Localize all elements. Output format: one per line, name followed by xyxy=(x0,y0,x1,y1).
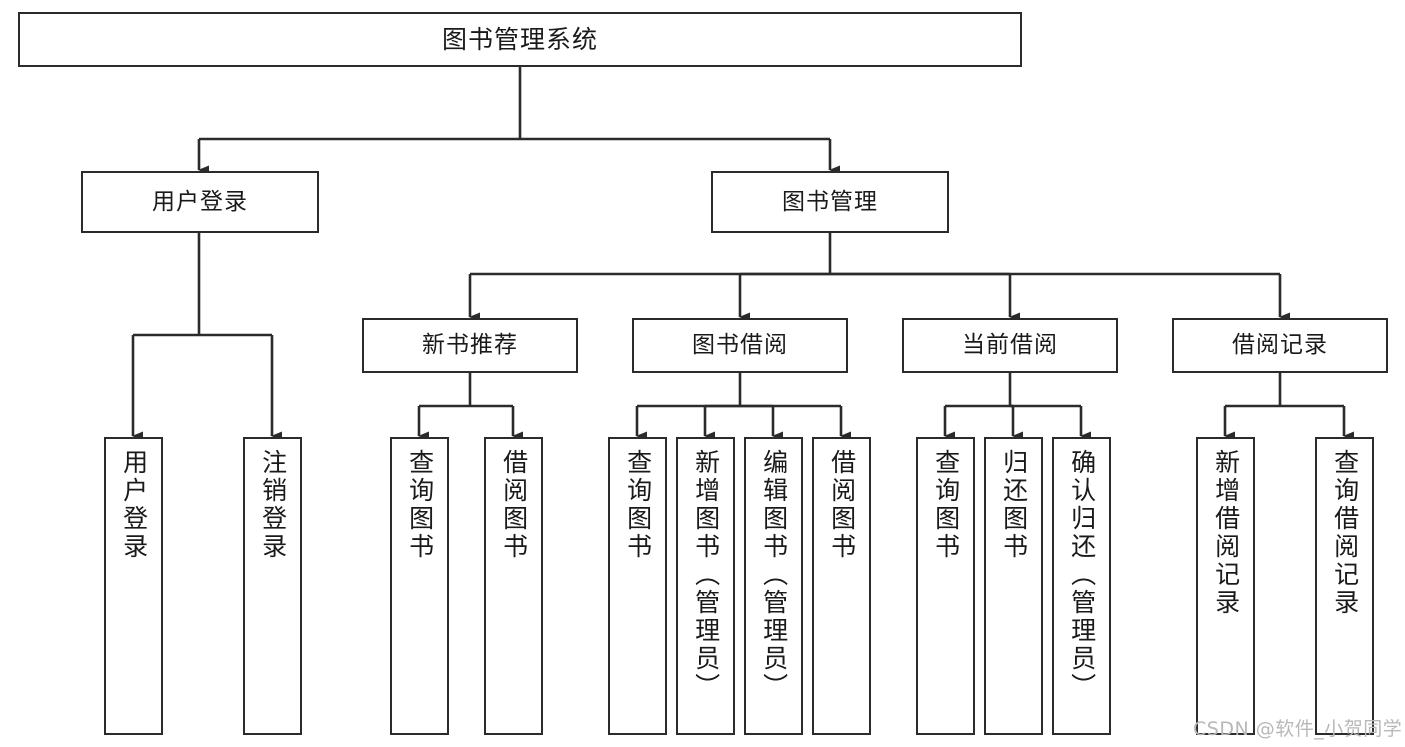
node-label: 用户登录 xyxy=(152,188,248,215)
node-label: 查询图书 xyxy=(623,449,653,561)
node-label: 借阅图书 xyxy=(499,449,529,561)
node-label: 图书借阅 xyxy=(692,332,788,358)
node-l2-2[interactable]: 当前借阅 xyxy=(902,318,1118,373)
node-label: 查询图书 xyxy=(405,449,435,561)
node-label: 查询图书 xyxy=(931,449,961,561)
node-label: 新增借阅记录 xyxy=(1211,449,1241,617)
node-label: 编辑图书（管理员） xyxy=(759,449,789,701)
node-leaf-new-0[interactable]: 查询图书 xyxy=(390,437,449,735)
node-l1-1[interactable]: 图书管理 xyxy=(711,171,949,233)
node-leaf-borrow-3[interactable]: 借阅图书 xyxy=(812,437,871,735)
node-root[interactable]: 图书管理系统 xyxy=(18,12,1022,67)
node-leaf-borrow-1[interactable]: 新增图书（管理员） xyxy=(676,437,735,735)
node-label: 借阅图书 xyxy=(827,449,857,561)
node-label: 借阅记录 xyxy=(1232,332,1328,358)
node-leaf-record-1[interactable]: 查询借阅记录 xyxy=(1315,437,1374,735)
node-l2-3[interactable]: 借阅记录 xyxy=(1172,318,1388,373)
node-l2-1[interactable]: 图书借阅 xyxy=(632,318,848,373)
node-leaf-record-0[interactable]: 新增借阅记录 xyxy=(1196,437,1255,735)
node-l1-0[interactable]: 用户登录 xyxy=(81,171,319,233)
node-leaf-borrow-0[interactable]: 查询图书 xyxy=(608,437,667,735)
node-label: 查询借阅记录 xyxy=(1330,449,1360,617)
node-label: 当前借阅 xyxy=(962,332,1058,358)
node-label: 归还图书 xyxy=(999,449,1029,561)
node-leaf-new-1[interactable]: 借阅图书 xyxy=(484,437,543,735)
node-leaf-login-1[interactable]: 注销登录 xyxy=(243,437,302,735)
node-leaf-borrow-2[interactable]: 编辑图书（管理员） xyxy=(744,437,803,735)
node-label: 用户登录 xyxy=(119,449,149,561)
node-label: 注销登录 xyxy=(258,449,288,561)
node-leaf-current-1[interactable]: 归还图书 xyxy=(984,437,1043,735)
edges xyxy=(131,67,1354,441)
node-l2-0[interactable]: 新书推荐 xyxy=(362,318,578,373)
node-leaf-current-2[interactable]: 确认归还（管理员） xyxy=(1052,437,1111,735)
node-label: 图书管理 xyxy=(782,188,878,215)
node-label: 新书推荐 xyxy=(422,332,518,358)
node-label: 确认归还（管理员） xyxy=(1067,449,1097,701)
node-label: 新增图书（管理员） xyxy=(691,449,721,701)
node-leaf-login-0[interactable]: 用户登录 xyxy=(104,437,163,735)
node-label: 图书管理系统 xyxy=(441,25,598,54)
node-leaf-current-0[interactable]: 查询图书 xyxy=(916,437,975,735)
